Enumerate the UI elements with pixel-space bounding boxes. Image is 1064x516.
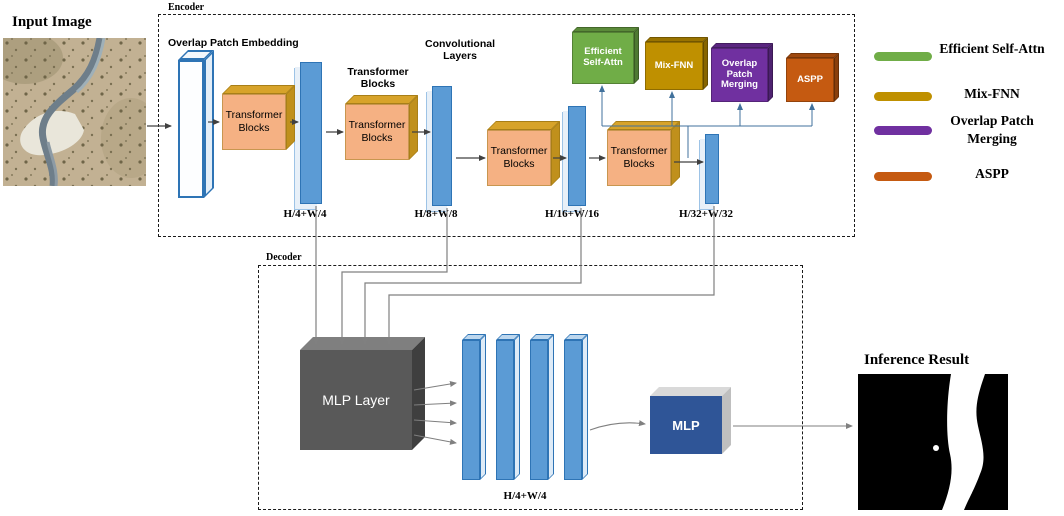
feature-map-3	[568, 106, 586, 206]
decoder-feature-size-label: H/4+W/4	[503, 490, 547, 502]
conv-layers-header: Convolutional Layers	[425, 38, 495, 63]
box-top-face	[300, 337, 425, 350]
box-top-face	[650, 387, 731, 396]
box-side-face	[834, 53, 839, 102]
legend-label-aspp: ASPP	[975, 166, 1009, 181]
transformer-blocks-1-label: Transformer Blocks	[222, 94, 286, 150]
module-overlap-patch-merging: Overlap Patch Merging	[711, 43, 773, 102]
box-side-face	[768, 43, 773, 102]
legend-label-mix-fnn: Mix-FNN	[964, 86, 1020, 101]
decoder-feature-map-face	[496, 340, 514, 480]
module-aspp: ASPP	[786, 53, 839, 102]
box-side-face	[671, 121, 680, 186]
module-mix-fnn: Mix-FNN	[645, 37, 708, 90]
mlp-box-label: MLP	[650, 396, 722, 454]
box-top-face	[607, 121, 680, 130]
module-overlap-patch-merging-label: Overlap Patch Merging	[711, 48, 768, 102]
box-side-face	[551, 121, 560, 186]
box-side-face	[480, 334, 486, 480]
transformer-blocks-3: Transformer Blocks	[487, 121, 560, 186]
module-mix-fnn-label: Mix-FNN	[645, 42, 703, 90]
input-image-art	[3, 38, 146, 186]
transformer-blocks-3-label: Transformer Blocks	[487, 130, 551, 186]
box-side-face	[286, 85, 295, 150]
transformer-blocks-2: Transformer Blocks	[345, 95, 418, 160]
decoder-feature-map-face	[462, 340, 480, 480]
transformer-blocks-1: Transformer Blocks	[222, 85, 295, 150]
stage-size-3: H/16+W/16	[545, 208, 599, 220]
mlp-box: MLP	[650, 387, 731, 454]
box-side-face	[412, 337, 425, 450]
inference-result-label: Inference Result	[864, 352, 970, 368]
decoder-feature-map-face	[530, 340, 548, 480]
feature-map-2	[432, 86, 452, 206]
legend-swatch-overlap-patch-merging	[874, 126, 932, 135]
box-top-face	[487, 121, 560, 130]
legend-label-overlap-patch-merging: Overlap Patch Merging	[950, 113, 1034, 146]
stage-size-4: H/32+W/32	[679, 208, 733, 220]
module-aspp-label: ASPP	[786, 58, 834, 102]
feature-map-1	[300, 62, 322, 204]
mlp-layer-label: MLP Layer	[300, 350, 412, 450]
decoder-feature-map-2	[496, 334, 520, 480]
module-efficient-self-attn: Efficient Self-Attn	[572, 27, 639, 84]
encoder-label: Encoder	[168, 2, 205, 13]
decoder-feature-map-4	[564, 334, 588, 480]
patch-embedding-slab	[178, 50, 214, 198]
inference-mask-art	[858, 374, 1008, 510]
box-top-face	[222, 85, 295, 94]
box-side-face	[548, 334, 554, 480]
stage-size-1: H/4+W/4	[283, 208, 327, 220]
feature-map-4	[705, 134, 719, 204]
decoder-feature-map-1	[462, 334, 486, 480]
legend-swatch-efficient-self-attn	[874, 52, 932, 61]
patch-embedding-label: Overlap Patch Embedding	[168, 37, 299, 49]
patch-embedding-front-face	[178, 60, 204, 198]
transformer-blocks-4: Transformer Blocks	[607, 121, 680, 186]
module-efficient-self-attn-label: Efficient Self-Attn	[572, 32, 634, 84]
decoder-feature-map-3	[530, 334, 554, 480]
legend-swatch-mix-fnn	[874, 92, 932, 101]
decoder-label: Decoder	[266, 252, 302, 263]
transformer-blocks-2-label: Transformer Blocks	[345, 104, 409, 160]
box-side-face	[722, 387, 731, 454]
box-side-face	[634, 27, 639, 84]
patch-embedding-side-face	[204, 50, 214, 198]
input-image-label: Input Image	[12, 14, 92, 30]
box-side-face	[582, 334, 588, 480]
mlp-layer-box: MLP Layer	[300, 337, 425, 450]
transformer-blocks-4-label: Transformer Blocks	[607, 130, 671, 186]
transformer-blocks-header: Transformer Blocks	[347, 66, 409, 91]
stage-size-2: H/8+W/8	[414, 208, 458, 220]
decoder-feature-map-face	[564, 340, 582, 480]
box-side-face	[703, 37, 708, 90]
box-side-face	[514, 334, 520, 480]
box-side-face	[409, 95, 418, 160]
legend-swatch-aspp	[874, 172, 932, 181]
input-image	[3, 38, 146, 186]
legend-label-efficient-self-attn: Efficient Self-Attn	[939, 41, 1045, 56]
inference-result-image	[858, 374, 1008, 510]
box-top-face	[345, 95, 418, 104]
